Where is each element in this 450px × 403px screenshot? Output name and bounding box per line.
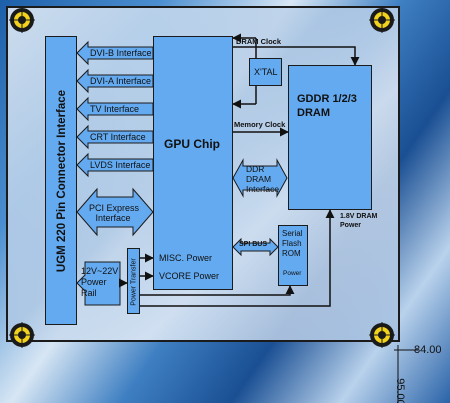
mounting-hole-top-left (9, 7, 35, 33)
xtal-label: X'TAL (254, 67, 278, 77)
crt-label: CRT Interface (90, 132, 146, 142)
misc-power-label: MISC. Power (159, 253, 213, 263)
xtal-box: X'TAL (249, 58, 282, 86)
mounting-hole-top-right (369, 7, 395, 33)
width-dimension: 84.00 (414, 344, 442, 356)
mounting-hole-bottom-right (369, 322, 395, 348)
vcore-power-label: VCORE Power (159, 271, 220, 281)
flash-power-label: Power (283, 270, 302, 277)
power-transfer-label: Power Transfer (130, 258, 138, 306)
ddr-dram-arrow (232, 158, 288, 198)
gpu-chip-box: GPU Chip MISC. Power VCORE Power (153, 36, 233, 290)
dvi-a-label: DVI-A Interface (90, 76, 152, 86)
gpu-chip-label: GPU Chip (164, 137, 220, 151)
tv-label: TV Interface (90, 104, 140, 114)
spi-bus-label: SPI BUS (239, 241, 268, 248)
dram-clock-label: DRAM Clock (236, 37, 282, 46)
lvds-label: LVDS Interface (90, 160, 151, 170)
dvi-b-label: DVI-B Interface (90, 48, 152, 58)
connector-label: UGM 220 Pin Connector Interface (56, 89, 68, 273)
height-dimension: 95.00 (393, 378, 406, 403)
connector-box: UGM 220 Pin Connector Interface (45, 36, 77, 325)
power-transfer-box: Power Transfer (127, 248, 140, 314)
memory-clock-label: Memory Clock (234, 120, 286, 129)
mounting-hole-bottom-left (9, 322, 35, 348)
